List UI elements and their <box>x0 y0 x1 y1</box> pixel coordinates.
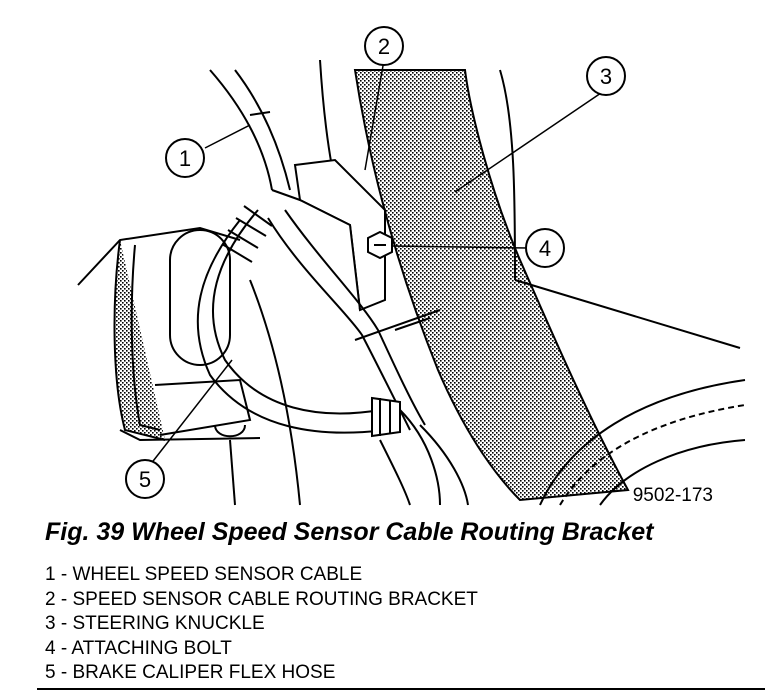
legend-item: 5 - BRAKE CALIPER FLEX HOSE <box>45 661 745 686</box>
legend-item: 4 - ATTACHING BOLT <box>45 637 745 662</box>
callout-5: 5 <box>125 459 165 499</box>
legend-number: 2 <box>45 588 56 610</box>
legend-text: STEERING KNUCKLE <box>72 613 265 634</box>
callout-label-1: 1 <box>179 146 191 171</box>
brake-caliper-flex-hose <box>196 205 469 506</box>
legend: 1 - WHEEL SPEED SENSOR CABLE 2 - SPEED S… <box>45 563 745 686</box>
legend-separator: - <box>55 588 73 610</box>
legend-separator: - <box>55 637 72 659</box>
legend-item: 1 - WHEEL SPEED SENSOR CABLE <box>45 563 745 588</box>
legend-separator: - <box>55 662 73 683</box>
figure-code: 9502-173 <box>633 485 713 506</box>
callout-label-5: 5 <box>139 467 151 492</box>
callout-3: 3 <box>586 56 626 96</box>
legend-item: 3 - STEERING KNUCKLE <box>45 612 745 637</box>
callout-label-2: 2 <box>378 34 390 59</box>
callout-2: 2 <box>364 26 404 66</box>
legend-number: 4 <box>45 637 56 659</box>
legend-text: ATTACHING BOLT <box>71 637 232 659</box>
figure-caption: Fig. 39 Wheel Speed Sensor Cable Routing… <box>45 518 654 546</box>
legend-text: SPEED SENSOR CABLE ROUTING BRACKET <box>72 588 478 610</box>
leader-lines <box>149 59 602 466</box>
legend-text: WHEEL SPEED SENSOR CABLE <box>72 564 363 585</box>
bottom-rule <box>37 688 765 690</box>
callout-label-3: 3 <box>600 64 612 89</box>
brake-rotor <box>539 379 746 506</box>
legend-separator: - <box>55 564 73 585</box>
callout-1: 1 <box>165 138 205 178</box>
caliper-body <box>77 226 301 506</box>
legend-text: BRAKE CALIPER FLEX HOSE <box>72 662 336 683</box>
callout-label-4: 4 <box>539 236 551 261</box>
legend-separator: - <box>55 613 73 634</box>
legend-number: 3 <box>45 613 56 634</box>
technical-illustration: 1 2 3 4 5 9502-173 <box>77 26 746 506</box>
legend-number: 5 <box>45 662 56 683</box>
wheel-speed-sensor-cable <box>209 69 441 431</box>
legend-number: 1 <box>45 564 56 585</box>
legend-item: 2 - SPEED SENSOR CABLE ROUTING BRACKET <box>45 588 745 613</box>
callout-4: 4 <box>525 228 565 268</box>
attaching-bolt <box>367 230 393 260</box>
routing-bracket <box>293 158 386 312</box>
